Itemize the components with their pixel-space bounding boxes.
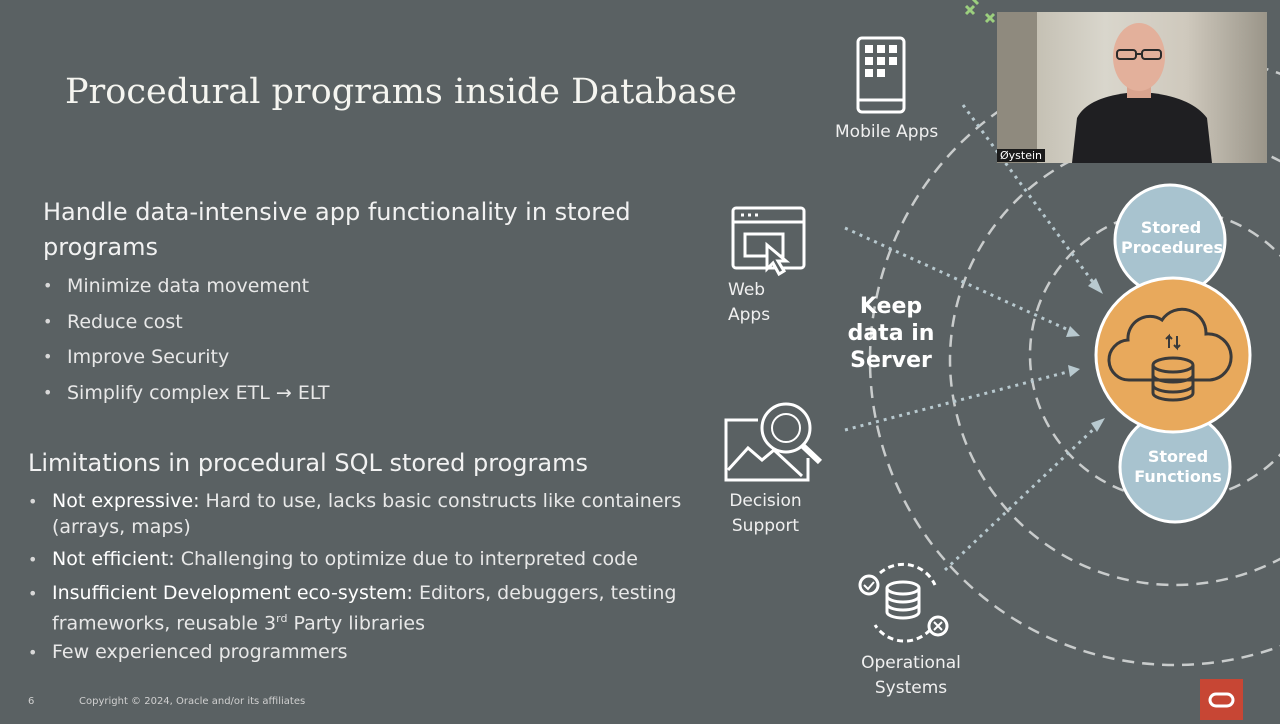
limitation-item: Insufficient Development eco-system: Edi… (28, 580, 692, 636)
oracle-logo-icon (1200, 679, 1243, 720)
mobile-icon (856, 36, 906, 114)
limitation-text: Hard to use, lacks basic constructs like… (52, 490, 682, 538)
speaker-name-tag: Øystein (997, 149, 1046, 162)
database-server-circle (1094, 276, 1252, 434)
bullet-minimize: Minimize data movement (43, 275, 309, 297)
operational-line1: Operational (861, 653, 961, 673)
operational-line2: Systems (874, 678, 948, 698)
arrow-operational (943, 421, 1102, 572)
sf-line2: Functions (1134, 467, 1222, 486)
superscript: rd (276, 612, 288, 625)
limitation-item: Few experienced programmers (28, 639, 692, 666)
arrowhead-web (1066, 326, 1080, 337)
oracle-logo-mark (1208, 692, 1235, 708)
bullet-security: Improve Security (43, 346, 229, 368)
web-apps-label: Web Apps (728, 278, 770, 328)
keep-line1: Keep (859, 294, 923, 319)
slide-title: Procedural programs inside Database (65, 72, 737, 112)
arrow-mobile (961, 104, 1097, 286)
arrowhead-decision (1068, 365, 1080, 377)
decision-support-label: Decision Support (728, 489, 803, 539)
decision-line1: Decision (729, 491, 802, 511)
keep-line2: data in (847, 321, 935, 346)
sp-line1: Stored (1140, 218, 1202, 237)
limitation-text: Few experienced programmers (52, 641, 348, 663)
limitation-term: Not efficient: (52, 548, 175, 570)
stored-functions-label: Stored Functions (1128, 447, 1228, 487)
limitation-term: Not expressive: (52, 490, 200, 512)
limitation-item: Not expressive: Hard to use, lacks basic… (28, 488, 692, 540)
bullet-reduce-cost: Reduce cost (43, 311, 183, 333)
arrow-decision (844, 368, 1076, 432)
web-apps-line2: Apps (728, 305, 771, 325)
decorative-crosses (964, 0, 996, 24)
section1-heading: Handle data-intensive app functionality … (43, 198, 631, 261)
mobile-apps-label: Mobile Apps (835, 122, 939, 142)
middle-ring (948, 133, 1280, 587)
sp-line2: Procedures (1121, 238, 1224, 257)
web-apps-line1: Web (728, 280, 766, 300)
limitation-term: Insufficient Development eco-system: (52, 582, 413, 604)
decision-support-icon (724, 402, 823, 482)
stored-procedures-label: Stored Procedures (1121, 218, 1224, 258)
arrowhead-operational (1091, 418, 1105, 432)
limitation-item: Not efficient: Challenging to optimize d… (28, 546, 692, 573)
speaker-video[interactable]: Øystein (997, 12, 1267, 163)
decision-line2: Support (731, 516, 800, 536)
keep-data-label: Keep data in Server (845, 293, 937, 374)
sf-line1: Stored (1147, 447, 1209, 466)
copyright: Copyright © 2024, Oracle and/or its affi… (79, 696, 306, 707)
cloud-database-icon (1107, 307, 1233, 402)
bullet-etl: Simplify complex ETL → ELT (43, 382, 329, 404)
limitation-text: Challenging to optimize due to interpret… (174, 548, 638, 570)
web-browser-icon (731, 206, 806, 277)
arrow-web (844, 226, 1076, 335)
speaker-figure (997, 12, 1212, 163)
keep-line3: Server (850, 348, 932, 373)
operational-db-icon (858, 562, 949, 643)
section2-heading: Limitations in procedural SQL stored pro… (28, 449, 588, 477)
limitation-text: Editors, debuggers, testing frameworks, … (52, 582, 677, 635)
arrowhead-mobile (1088, 278, 1103, 294)
limitation-text-cont: Party libraries (287, 612, 426, 635)
page-number: 6 (28, 696, 35, 707)
operational-systems-label: Operational Systems (860, 651, 962, 701)
